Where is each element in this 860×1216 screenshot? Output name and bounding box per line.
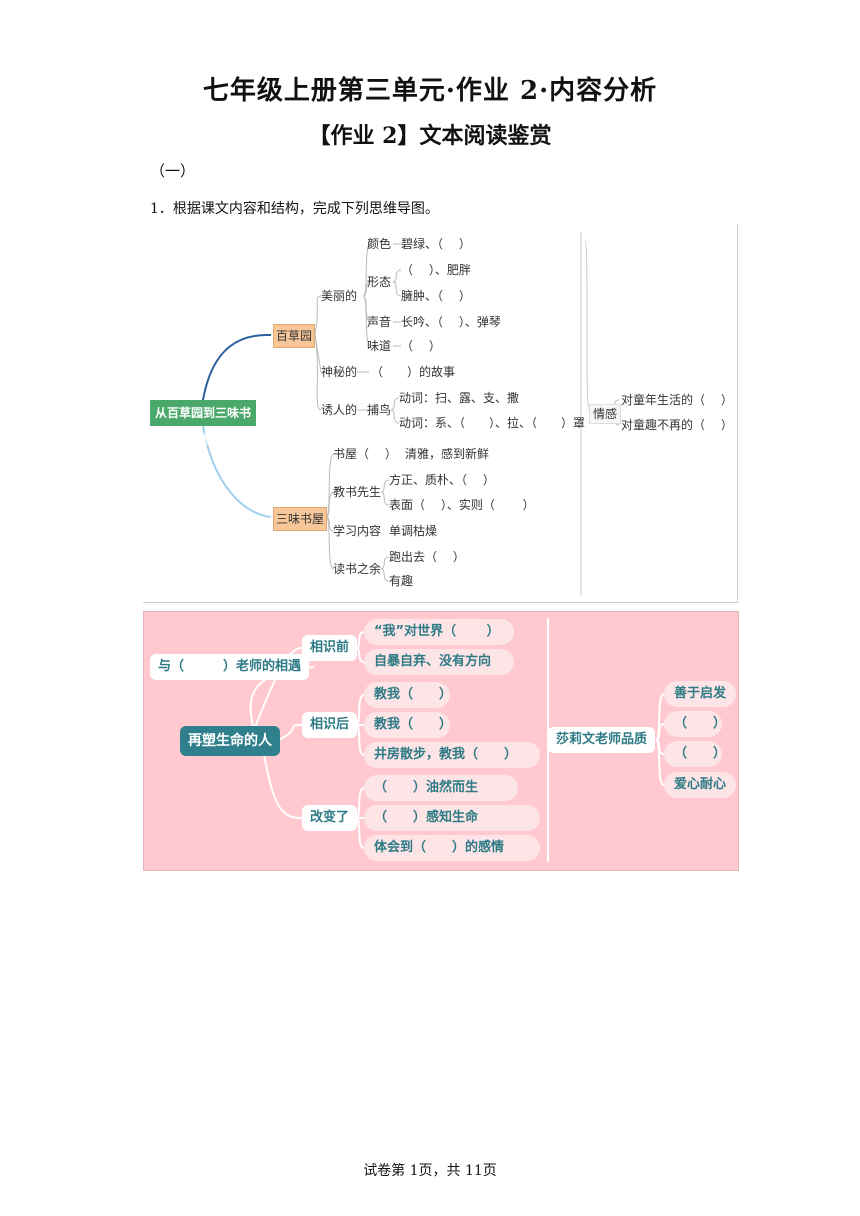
node-before: 相识前 xyxy=(302,635,358,661)
value-shuwu: 清雅，感到新鲜 xyxy=(405,447,490,461)
item-before-1: “我”对世界（ ） xyxy=(364,619,514,645)
label-jiaoshu: 教书先生 xyxy=(333,485,382,499)
value-dongci-1: 动词：扫、露、支、撒 xyxy=(399,391,520,405)
value-xingtai-2: 臃肿、（ ） xyxy=(401,289,471,303)
label-shengyin: 声音 xyxy=(367,315,392,329)
node-sanweishuwu: 三味书屋 xyxy=(273,507,327,531)
label-weidao: 味道 xyxy=(367,339,392,353)
label-yanse: 颜色 xyxy=(367,237,392,251)
page-footer: 试卷第 1页，共 11页 xyxy=(363,1163,497,1179)
section-label: （一） xyxy=(150,162,196,180)
value-jiaoshu-2: 表面（ ）、实则（ ） xyxy=(389,498,535,512)
value-yanse: 碧绿、（ ） xyxy=(401,237,471,251)
label-shuwu: 书屋（ ） xyxy=(333,447,397,461)
mind-map-zaisu: 与（ ）老师的相遇 再塑生命的人 相识前 “我”对世界（ ） 自暴自弃、没有方向… xyxy=(143,611,739,871)
root-node: 从百草园到三味书屋 xyxy=(150,400,256,446)
value-dongci-2: 动词：系、（ ）、拉、（ ）罩 xyxy=(399,416,586,430)
label-xingtai: 形态 xyxy=(367,275,392,289)
value-qinggan-1: 对童年生活的（ ） xyxy=(621,393,733,407)
node-baicaoyuan: 百草园 xyxy=(273,324,315,348)
item-after-3: 井房散步，教我（ ） xyxy=(364,742,540,768)
quality-2: （ ） xyxy=(664,711,726,737)
mind-map-baicaoyuan: 从百草园到三味书屋 百草园 三味书屋 美丽的 颜色 碧绿、（ ） 形态 （ ）、… xyxy=(143,224,738,603)
quality-4: 爱心耐心 xyxy=(664,772,737,798)
quality-1: 善于启发 xyxy=(664,681,737,707)
label-buniao: 捕鸟 xyxy=(367,403,392,417)
value-qinggan-2: 对童趣不再的（ ） xyxy=(621,418,733,432)
label-dushu: 读书之余 xyxy=(333,562,382,576)
value-weidao: （ ） xyxy=(401,339,441,353)
page-subtitle: 【作业 2】文本阅读鉴赏 xyxy=(308,123,552,149)
label-qinggan: 情感 xyxy=(589,404,622,424)
item-changed-3: 体会到（ ）的感情 xyxy=(364,835,540,861)
item-after-1: 教我（ ） xyxy=(364,682,452,708)
item-changed-2: （ ）感知生命 xyxy=(364,805,540,831)
value-xingtai-1: （ ）、肥胖 xyxy=(401,263,471,277)
node-quality: 莎莉文老师品质 xyxy=(548,727,656,753)
item-changed-1: （ ）油然而生 xyxy=(364,775,518,801)
question-text: 1．根据课文内容和结构，完成下列思维导图。 xyxy=(150,201,439,217)
quality-3: （ ） xyxy=(664,741,726,767)
value-dushu-1: 跑出去（ ） xyxy=(389,550,465,564)
page-title: 七年级上册第三单元·作业 2·内容分析 xyxy=(202,76,658,106)
item-after-2: 教我（ ） xyxy=(364,712,452,738)
value-shenmi: （ ）的故事 xyxy=(371,365,456,379)
value-jiaoshu-1: 方正、质朴、（ ） xyxy=(389,473,495,487)
node-encounter: 与（ ）老师的相遇 xyxy=(150,654,310,680)
label-xuexi: 学习内容 xyxy=(333,524,382,538)
value-xuexi: 单调枯燥 xyxy=(389,524,438,538)
label-yourende: 诱人的 xyxy=(321,403,358,417)
node-changed: 改变了 xyxy=(302,805,358,831)
root-node-2: 再塑生命的人 xyxy=(180,726,280,756)
item-before-2: 自暴自弃、没有方向 xyxy=(364,649,514,675)
mind-map-connectors xyxy=(202,232,620,596)
value-dushu-2: 有趣 xyxy=(389,574,414,588)
label-shenmi: 神秘的 xyxy=(321,365,358,379)
value-shengyin: 长吟、（ ）、弹琴 xyxy=(401,315,501,329)
node-after: 相识后 xyxy=(302,712,358,738)
label-meili: 美丽的 xyxy=(321,289,358,303)
